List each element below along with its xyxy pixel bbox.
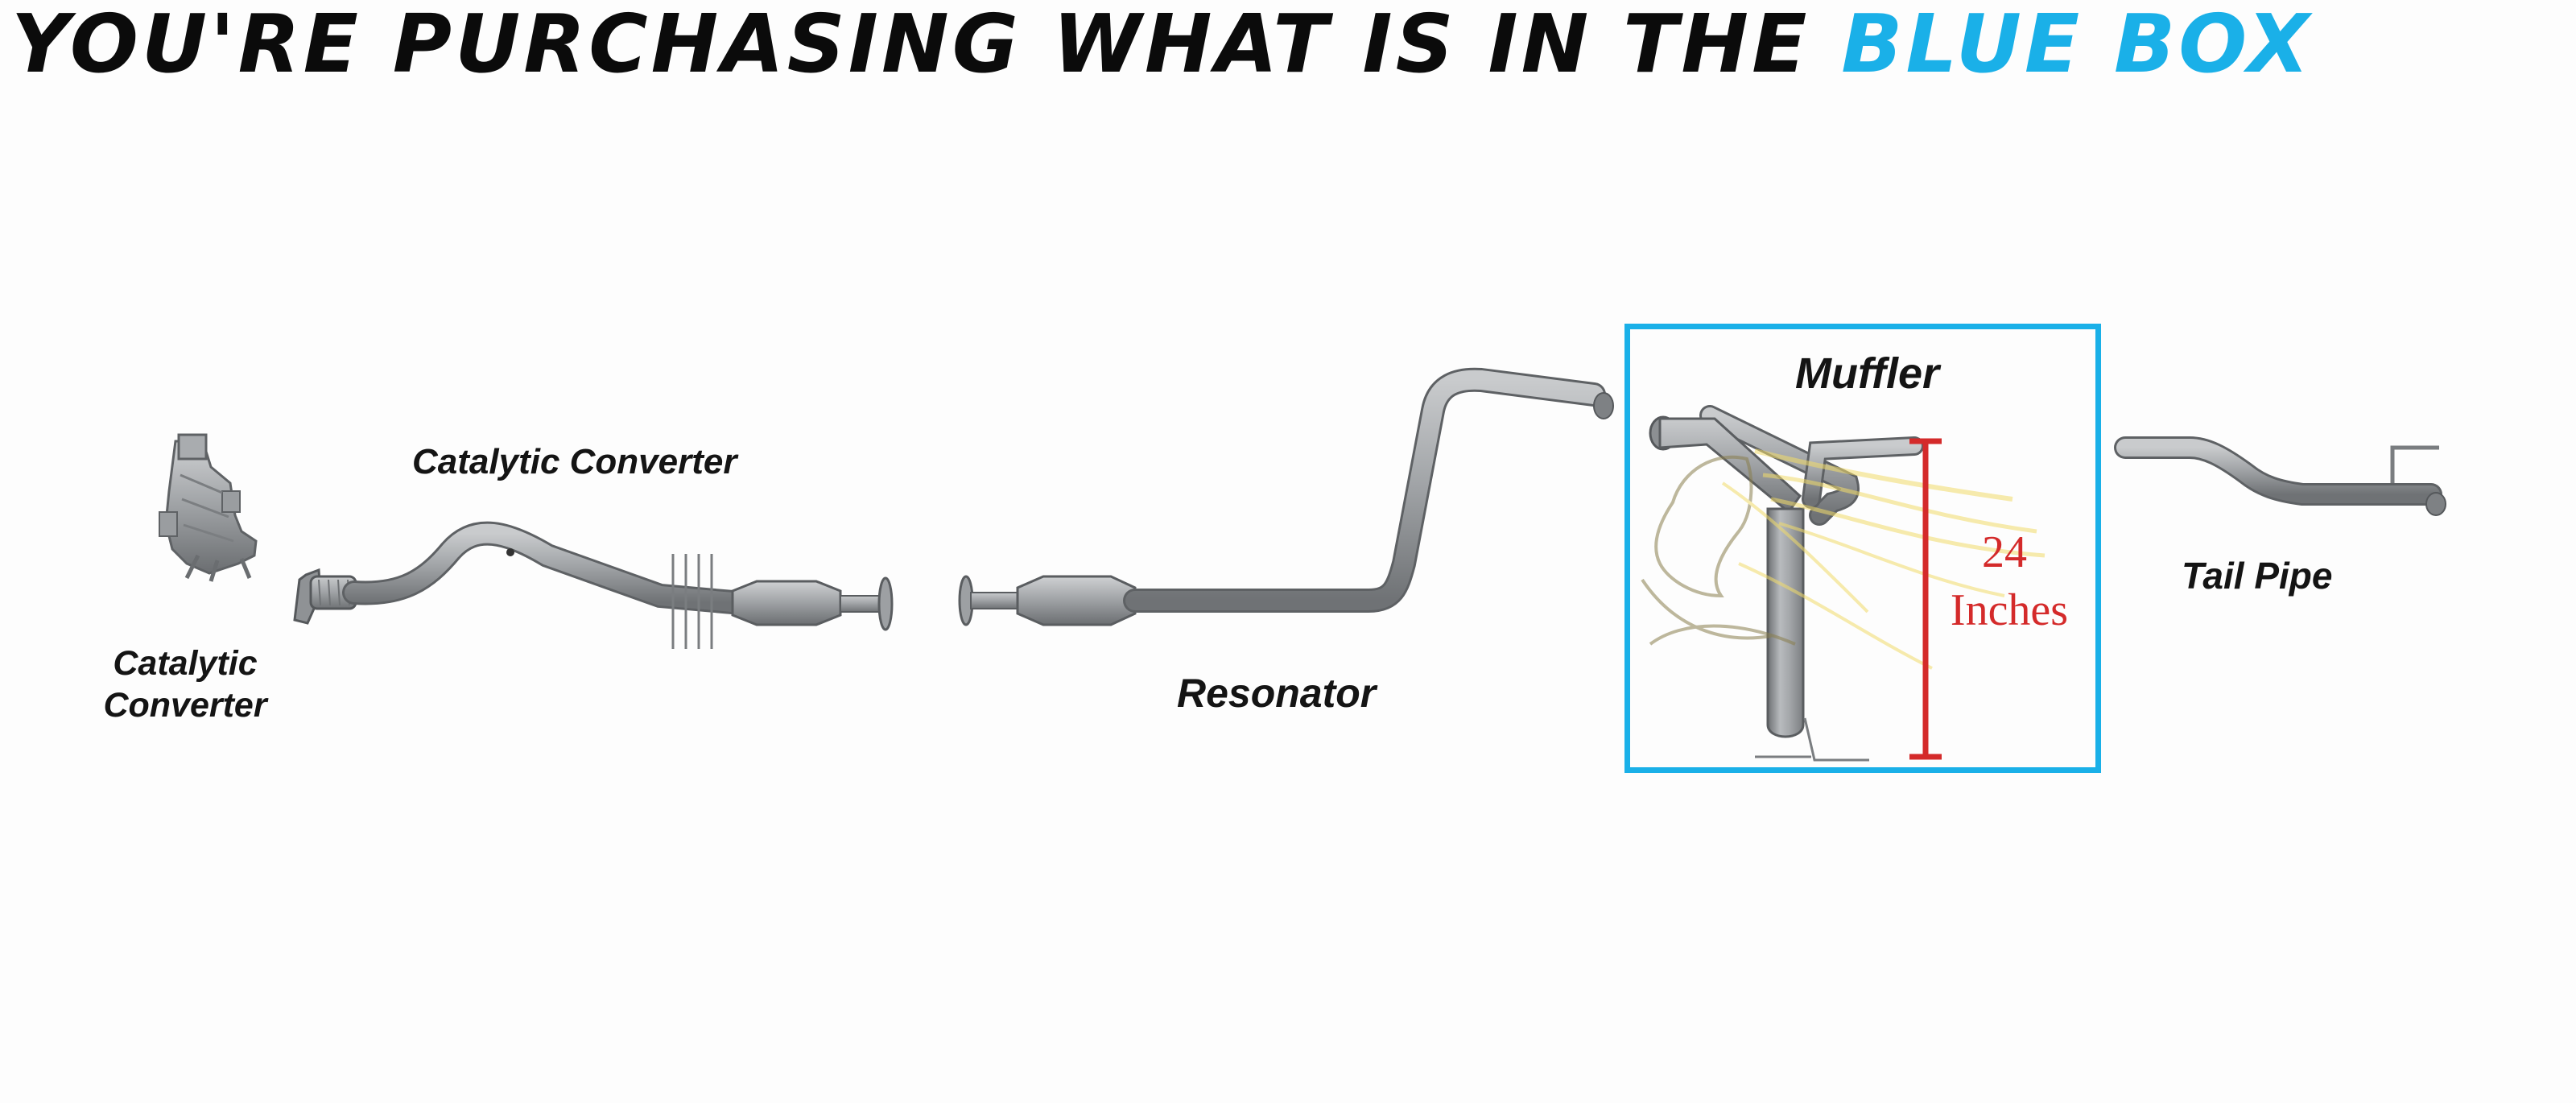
horse-watermark-logo (1641, 448, 2046, 670)
label-manifold-line-1: Catalytic (113, 644, 258, 683)
label-muffler: Muffler (1795, 349, 1940, 398)
label-manifold-line-2: Converter (103, 686, 267, 725)
front-pipe-catalytic-converter (293, 521, 894, 649)
measurement-value: 24 (1982, 527, 2027, 577)
label-manifold-catalytic-converter: Catalytic Converter (89, 642, 282, 726)
label-resonator: Resonator (1177, 671, 1377, 716)
measurement-unit: Inches (1950, 585, 2069, 635)
blue-selection-box (1624, 324, 2101, 773)
muffler-part (1649, 405, 1924, 762)
label-tail-pipe: Tail Pipe (2182, 555, 2333, 597)
manifold-catalytic-converter (159, 433, 258, 582)
resonator-pipe (958, 367, 1614, 626)
measurement-bracket (1909, 438, 1942, 760)
label-front-catalytic-converter: Catalytic Converter (412, 442, 737, 481)
page-headline: YOU'RE PURCHASING WHAT IS IN THE BLUE BO… (11, 0, 2571, 89)
tail-pipe-part (2114, 436, 2446, 516)
headline-prefix: YOU'RE PURCHASING WHAT IS IN THE (11, 0, 1842, 91)
headline-accent: BLUE BOX (1841, 0, 2313, 91)
